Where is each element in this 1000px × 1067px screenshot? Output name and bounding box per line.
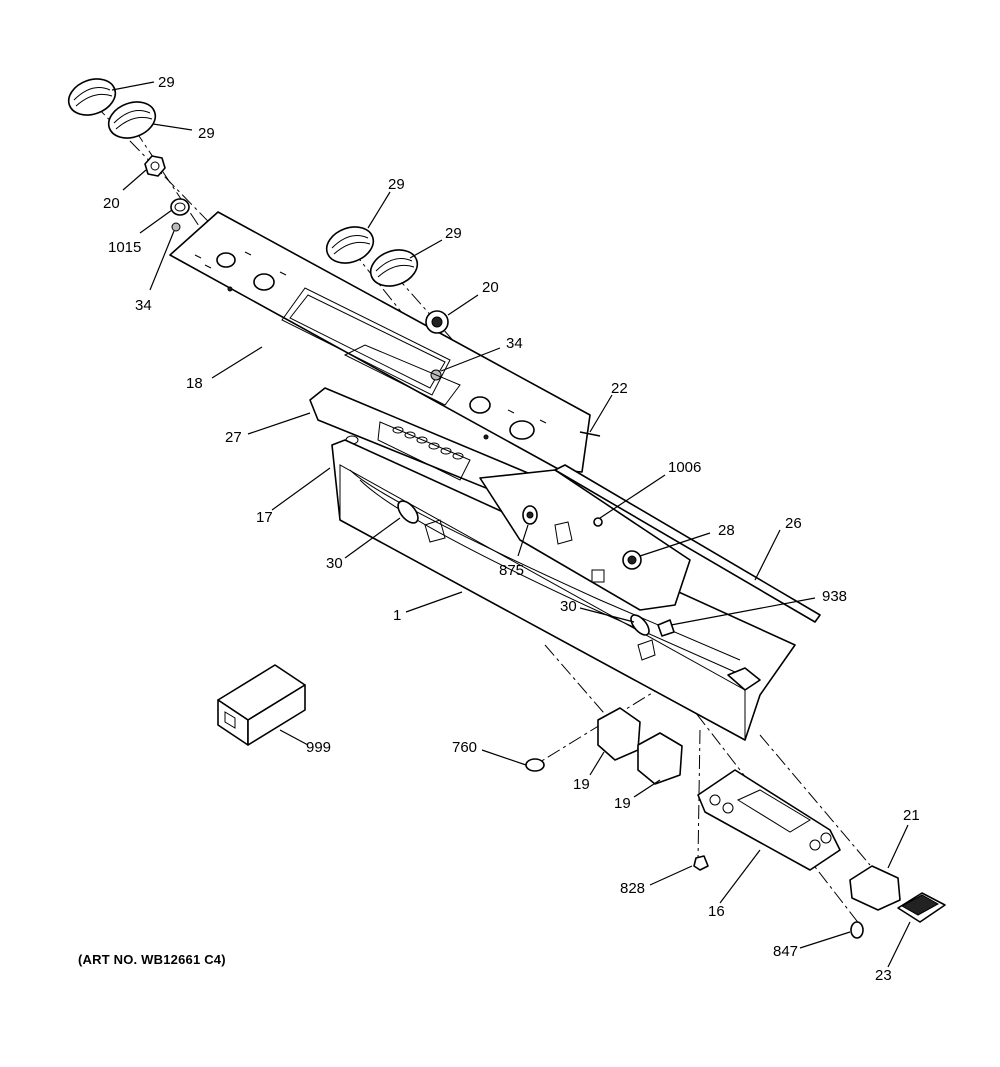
callout-29: 29 — [198, 125, 215, 142]
knob-29-a — [67, 78, 117, 116]
callout-27: 27 — [225, 429, 242, 446]
callout-847: 847 — [773, 943, 798, 960]
art-number-caption: (ART NO. WB12661 C4) — [78, 952, 226, 967]
callout-labels: 29 29 20 1015 34 29 29 20 34 18 22 27 10… — [103, 74, 920, 984]
carton-999 — [217, 664, 306, 746]
callout-22: 22 — [611, 380, 628, 397]
nut-20-center — [425, 310, 449, 334]
callout-29: 29 — [158, 74, 175, 91]
callout-17: 17 — [256, 509, 273, 526]
screw-760 — [525, 758, 545, 772]
callout-999: 999 — [306, 739, 331, 756]
callout-29: 29 — [445, 225, 462, 242]
callout-23: 23 — [875, 967, 892, 984]
callout-760: 760 — [452, 739, 477, 756]
callout-30: 30 — [560, 598, 577, 615]
callout-30: 30 — [326, 555, 343, 572]
nut-20-upper — [144, 155, 166, 177]
lamp-875 — [522, 505, 538, 525]
knob-29-b — [107, 101, 157, 139]
screw-847 — [850, 921, 864, 939]
switch-28 — [622, 550, 642, 570]
callout-18: 18 — [186, 375, 203, 392]
callout-19: 19 — [614, 795, 631, 812]
cover-23 — [897, 892, 946, 923]
callout-20: 20 — [103, 195, 120, 212]
indicator-34-upper — [171, 222, 181, 232]
callout-29: 29 — [388, 176, 405, 193]
switch-19-b — [637, 732, 683, 785]
callout-20: 20 — [482, 279, 499, 296]
rod-22 — [579, 431, 601, 437]
callout-828: 828 — [620, 880, 645, 897]
knob-29-d — [369, 249, 419, 287]
callout-938: 938 — [822, 588, 847, 605]
relay-21 — [849, 865, 901, 911]
control-housing-1 — [331, 439, 796, 741]
backsplash-panel-18 — [169, 211, 591, 473]
callout-21: 21 — [903, 807, 920, 824]
control-board-16 — [697, 769, 841, 871]
callout-16: 16 — [708, 903, 725, 920]
callout-19: 19 — [573, 776, 590, 793]
callout-34: 34 — [506, 335, 523, 352]
leader-lines — [111, 81, 911, 968]
lamp-30-left — [397, 500, 419, 524]
screw-1006 — [593, 517, 603, 527]
callout-28: 28 — [718, 522, 735, 539]
callout-1015: 1015 — [108, 239, 141, 256]
lamp-30-right — [630, 614, 650, 636]
touchpad-buttons — [392, 426, 464, 460]
ring-1015 — [170, 198, 190, 216]
knob-29-c — [325, 226, 375, 264]
callout-1006: 1006 — [668, 459, 701, 476]
screw-828 — [693, 855, 709, 871]
callout-875: 875 — [499, 562, 524, 579]
callout-34: 34 — [135, 297, 152, 314]
callout-1: 1 — [393, 607, 401, 624]
clip-938 — [657, 619, 675, 637]
callout-26: 26 — [785, 515, 802, 532]
